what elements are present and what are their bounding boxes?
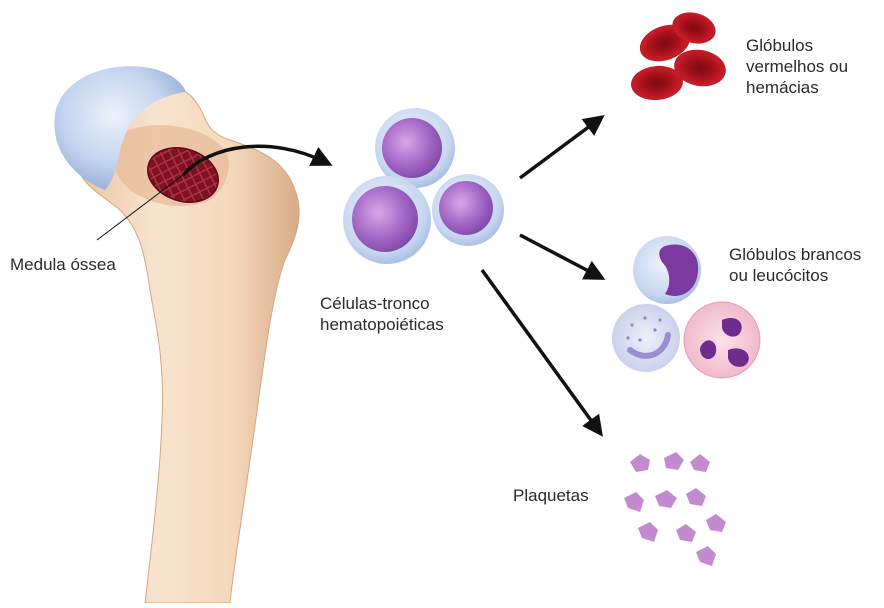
white-cells-label-line1: Glóbulos brancos xyxy=(729,244,861,265)
basophil-cell xyxy=(612,304,680,372)
platelets-group xyxy=(624,452,726,566)
platelet xyxy=(664,452,684,470)
platelet xyxy=(638,522,658,542)
white-cells-label: Glóbulos brancos ou leucócitos xyxy=(729,244,861,286)
monocyte-cell xyxy=(633,236,701,304)
platelet xyxy=(686,488,706,506)
stem-cells-label-line1: Células-tronco xyxy=(320,293,444,314)
white-cells-label-line2: ou leucócitos xyxy=(729,265,861,286)
platelets-label: Plaquetas xyxy=(513,485,589,506)
stem-cell-cluster xyxy=(343,108,504,264)
stem-cell xyxy=(432,174,504,246)
stem-cell xyxy=(343,176,431,264)
arrow-to-red-cells xyxy=(520,120,598,178)
red-cells-label-line1: Glóbulos xyxy=(746,35,848,56)
arrow-to-platelets xyxy=(482,270,598,430)
red-cells-label: Glóbulos vermelhos ou hemácias xyxy=(746,35,848,98)
stem-cells-label: Células-tronco hematopoiéticas xyxy=(320,293,444,335)
red-cells-label-line2: vermelhos ou xyxy=(746,56,848,77)
platelet xyxy=(624,492,644,512)
platelet xyxy=(655,490,677,508)
neutrophil-cell xyxy=(684,302,760,378)
stem-cells-label-line2: hematopoiéticas xyxy=(320,314,444,335)
platelet xyxy=(676,524,696,542)
red-blood-cells xyxy=(630,8,729,102)
platelet xyxy=(690,454,710,472)
platelet xyxy=(696,546,716,566)
platelet xyxy=(706,514,726,532)
arrow-to-white-cells xyxy=(520,235,598,276)
red-cells-label-line3: hemácias xyxy=(746,77,848,98)
marrow-label: Medula óssea xyxy=(10,254,116,275)
platelet xyxy=(630,454,650,472)
